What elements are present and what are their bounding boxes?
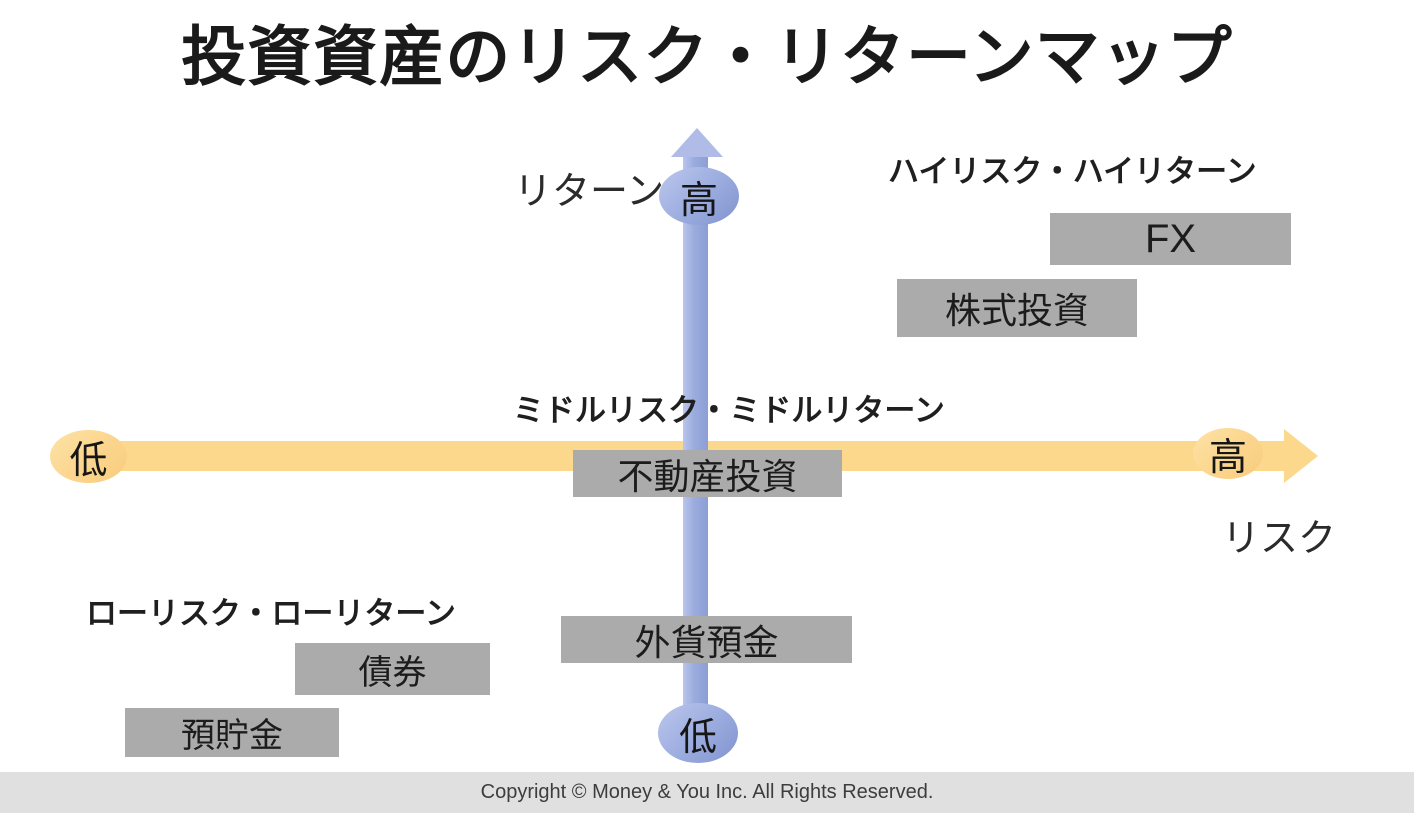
return-axis-label: リターン <box>514 171 665 213</box>
risk-high-marker: 高 <box>1193 428 1263 479</box>
risk-low-marker: 低 <box>50 430 127 483</box>
asset-box-fx: FX <box>1050 213 1291 265</box>
quadrant-label-middle-risk-middle-return: ミドルリスク・ミドルリターン <box>513 393 945 428</box>
quadrant-label-low-risk-low-return: ローリスク・ローリターン <box>86 596 456 631</box>
page-title: 投資資産のリスク・リターンマップ <box>181 20 1233 93</box>
asset-box-foreign-currency-deposit: 外貨預金 <box>561 616 852 663</box>
asset-box-stock-investment: 株式投資 <box>897 279 1137 337</box>
return-axis-arrowhead-icon <box>671 128 723 157</box>
asset-box-real-estate-investment: 不動産投資 <box>573 450 842 497</box>
risk-axis-label: リスク <box>1222 518 1337 560</box>
asset-box-savings: 預貯金 <box>125 708 339 757</box>
return-low-marker: 低 <box>658 703 738 763</box>
asset-box-bonds: 債券 <box>295 643 490 695</box>
copyright-text: Copyright © Money & You Inc. All Rights … <box>480 781 934 803</box>
return-high-marker: 高 <box>659 167 739 225</box>
footer-band: Copyright © Money & You Inc. All Rights … <box>0 772 1414 813</box>
quadrant-label-high-risk-high-return: ハイリスク・ハイリターン <box>888 154 1257 189</box>
risk-axis-arrowhead-icon <box>1284 429 1318 483</box>
